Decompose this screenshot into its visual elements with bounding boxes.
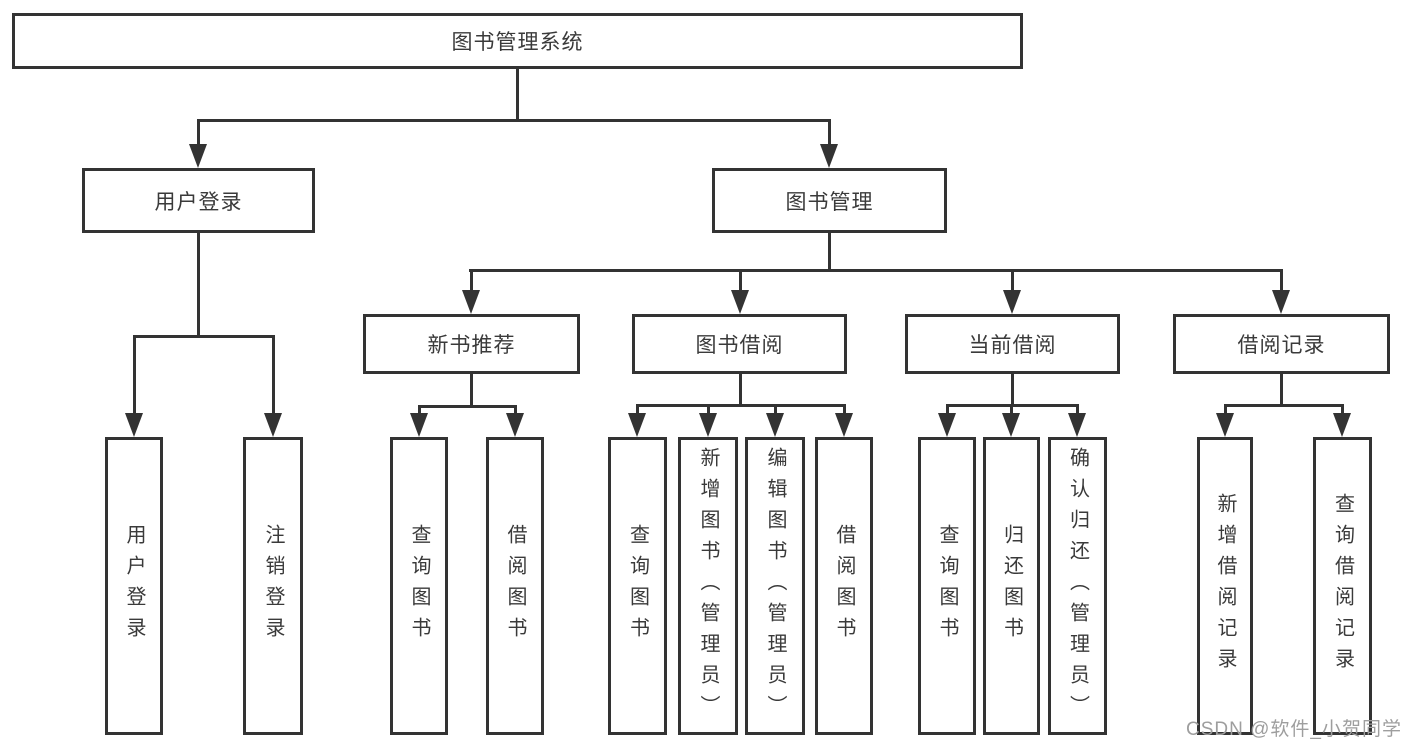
- connector-line: [1223, 405, 1227, 417]
- arrow-down-icon: [462, 290, 480, 314]
- leaf-return-books: 归还图书: [983, 437, 1040, 735]
- leaf-label: 新增图书（管理员）: [697, 446, 719, 726]
- leaf-query-books-1: 查询图书: [390, 437, 448, 735]
- leaf-label: 确认归还（管理员）: [1066, 446, 1089, 726]
- connector-line: [635, 405, 639, 417]
- connector-line: [417, 406, 421, 417]
- leaf-add-books-admin: 新增图书（管理员）: [678, 437, 738, 735]
- leaf-query-books-3: 查询图书: [918, 437, 976, 735]
- connector-line: [417, 404, 517, 408]
- leaf-label: 注销登录: [262, 524, 284, 648]
- connector-line: [1340, 405, 1344, 417]
- node-label: 图书借阅: [695, 334, 784, 357]
- connector-line: [842, 405, 846, 417]
- leaf-user-login: 用户登录: [105, 437, 163, 735]
- leaf-label: 查询图书: [936, 524, 958, 648]
- connector-line: [469, 373, 473, 408]
- leaf-label: 借阅图书: [833, 524, 855, 648]
- connector-line: [1223, 403, 1344, 407]
- leaf-label: 查询借阅记录: [1331, 493, 1354, 679]
- node-new-book-recommendation: 新书推荐: [363, 314, 580, 374]
- leaf-label: 查询图书: [626, 524, 649, 648]
- connector-line: [513, 406, 517, 417]
- connector-line: [827, 232, 831, 272]
- node-book-management: 图书管理: [712, 168, 947, 233]
- connector-line: [773, 405, 777, 417]
- leaf-label: 编辑图书（管理员）: [764, 446, 786, 726]
- connector-line: [1279, 270, 1283, 294]
- arrow-down-icon: [1002, 413, 1020, 437]
- leaf-add-borrow-record: 新增借阅记录: [1197, 437, 1253, 735]
- arrow-down-icon: [731, 290, 749, 314]
- connector-line: [515, 68, 519, 122]
- arrow-down-icon: [699, 413, 717, 437]
- leaf-label: 新增借阅记录: [1214, 493, 1236, 679]
- connector-line: [468, 268, 1283, 272]
- leaf-label: 查询图书: [408, 524, 430, 648]
- connector-line: [1009, 405, 1013, 417]
- arrow-down-icon: [820, 144, 838, 168]
- node-label: 当前借阅: [968, 334, 1057, 357]
- leaf-query-borrow-record: 查询借阅记录: [1313, 437, 1372, 735]
- csdn-watermark: CSDN @软件_小贺同学: [1186, 719, 1402, 740]
- connector-line: [469, 270, 473, 294]
- arrow-down-icon: [938, 413, 956, 437]
- connector-line: [1010, 373, 1014, 407]
- connector-line: [1010, 270, 1014, 294]
- connector-line: [738, 270, 742, 294]
- node-user-login: 用户登录: [82, 168, 315, 233]
- connector-line: [635, 403, 846, 407]
- node-label: 借阅记录: [1237, 334, 1326, 357]
- arrow-down-icon: [264, 413, 282, 437]
- arrow-down-icon: [125, 413, 143, 437]
- leaf-borrow-books-1: 借阅图书: [486, 437, 544, 735]
- node-label: 用户登录: [154, 190, 243, 214]
- node-book-borrowing: 图书借阅: [632, 314, 847, 374]
- leaf-label: 归还图书: [1000, 524, 1023, 648]
- node-label: 新书推荐: [427, 334, 516, 357]
- arrow-down-icon: [1068, 413, 1086, 437]
- connector-line: [827, 120, 831, 148]
- connector-line: [132, 334, 275, 338]
- leaf-label: 用户登录: [123, 524, 145, 648]
- node-root-library-system: 图书管理系统: [12, 13, 1023, 69]
- leaf-edit-books-admin: 编辑图书（管理员）: [745, 437, 805, 735]
- connector-line: [738, 373, 742, 407]
- leaf-label: 借阅图书: [504, 524, 526, 648]
- connector-line: [1075, 405, 1079, 417]
- arrow-down-icon: [1216, 413, 1234, 437]
- connector-line: [706, 405, 710, 417]
- connector-line: [271, 336, 275, 417]
- node-current-borrowing: 当前借阅: [905, 314, 1120, 374]
- arrow-down-icon: [1272, 290, 1290, 314]
- leaf-confirm-return-admin: 确认归还（管理员）: [1048, 437, 1107, 735]
- leaf-logout: 注销登录: [243, 437, 303, 735]
- connector-line: [945, 405, 949, 417]
- arrow-down-icon: [189, 144, 207, 168]
- node-label: 图书管理: [785, 190, 874, 214]
- leaf-borrow-books-2: 借阅图书: [815, 437, 873, 735]
- connector-line: [1279, 373, 1283, 407]
- arrow-down-icon: [410, 413, 428, 437]
- connector-line: [196, 120, 200, 148]
- arrow-down-icon: [766, 413, 784, 437]
- node-borrowing-records: 借阅记录: [1173, 314, 1390, 374]
- connector-line: [196, 232, 200, 338]
- arrow-down-icon: [1003, 290, 1021, 314]
- arrow-down-icon: [1333, 413, 1351, 437]
- arrow-down-icon: [628, 413, 646, 437]
- connector-line: [132, 336, 136, 417]
- leaf-query-books-2: 查询图书: [608, 437, 667, 735]
- node-label: 图书管理系统: [451, 31, 584, 54]
- arrow-down-icon: [506, 413, 524, 437]
- arrow-down-icon: [835, 413, 853, 437]
- connector-line: [196, 118, 831, 122]
